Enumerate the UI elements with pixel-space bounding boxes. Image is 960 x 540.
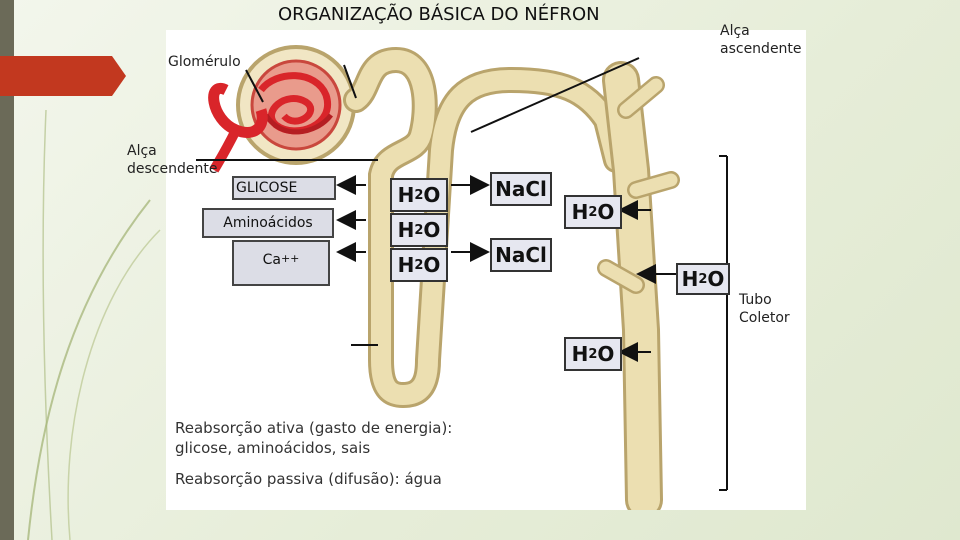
note-ativa-line2: glicose, aminoácidos, sais — [175, 439, 371, 457]
pointer-lines — [196, 57, 728, 491]
note-ativa-line1: Reabsorção ativa (gasto de energia): — [175, 419, 453, 437]
label-glomerulo: Glomérulo — [168, 54, 241, 70]
calcio-label: Ca — [262, 252, 281, 268]
label-tubo-coletor-line2: Coletor — [739, 310, 790, 326]
label-tubo-coletor-line1: Tubo — [739, 292, 772, 308]
nephron-drawing — [196, 45, 728, 519]
nacl-label-2: NaCl — [490, 238, 552, 272]
aminoacidos-box: Aminoácidos — [202, 208, 334, 238]
red-arrow-decoration — [0, 56, 126, 96]
label-alca-ascendente-line2: ascendente — [720, 41, 802, 57]
label-alca-descendente-line2: descendente — [127, 161, 218, 177]
left-side-band — [0, 0, 14, 540]
transport-arrows — [336, 175, 676, 362]
nacl-label-1: NaCl — [490, 172, 552, 206]
label-alca-descendente-line1: Alça — [127, 143, 157, 159]
glomerulus — [208, 45, 356, 173]
note-passiva: Reabsorção passiva (difusão): água — [175, 470, 442, 488]
calcio-box: Ca++ — [232, 240, 330, 286]
glicose-box: GLICOSE — [232, 176, 336, 200]
page-title: ORGANIZAÇÃO BÁSICA DO NÉFRON — [278, 4, 600, 25]
calcio-charge: ++ — [280, 252, 300, 265]
nephron-tubule — [343, 46, 680, 519]
label-alca-ascendente-line1: Alça — [720, 23, 750, 39]
